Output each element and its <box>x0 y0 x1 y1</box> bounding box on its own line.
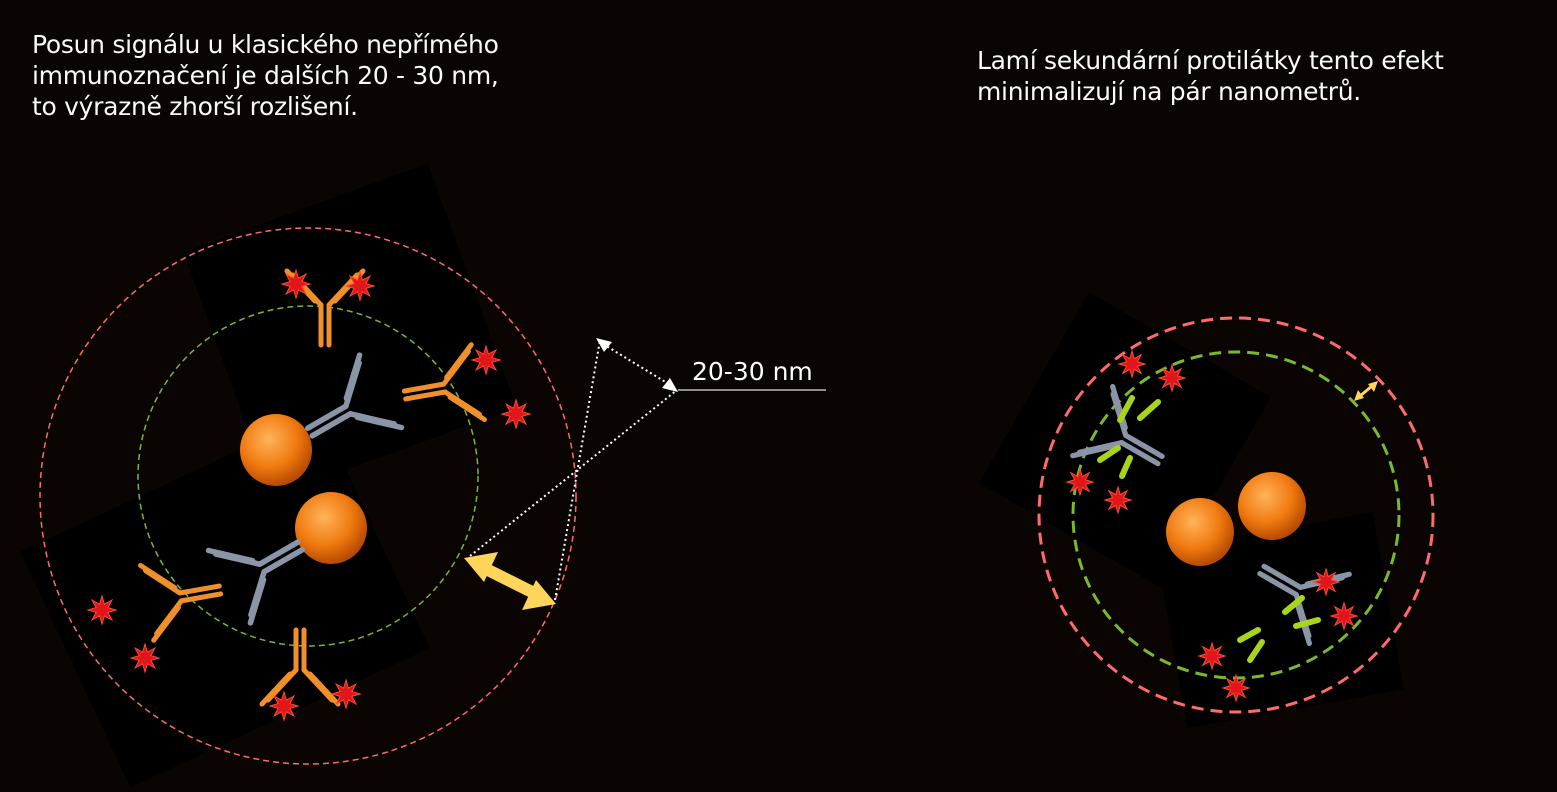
dotted-guide <box>554 339 601 601</box>
right-caption: Lamí sekundární protilátky tento efekt m… <box>977 46 1444 106</box>
arrowhead-icon <box>596 338 612 352</box>
fluorophore-star-icon <box>1157 363 1187 393</box>
dotted-arrow <box>602 343 673 387</box>
secondary-antibody <box>259 627 341 707</box>
fluorophore-star-icon <box>1329 601 1359 631</box>
background-panels <box>20 163 1404 788</box>
fluorophore-star-icon <box>129 642 161 674</box>
secondary-antibody <box>401 342 487 423</box>
secondary-antibody <box>138 562 224 643</box>
arrowhead-icon <box>662 378 678 392</box>
fluorophore-star-icon <box>500 398 532 430</box>
primary-antibody <box>205 539 305 626</box>
dotted-guide <box>469 389 678 557</box>
distance-indicator <box>464 338 1378 610</box>
target-protein-sphere <box>1238 472 1306 540</box>
fluorophore-star-icon <box>1117 349 1147 379</box>
nanobody <box>1097 445 1121 463</box>
fluorophore-star-icon <box>268 690 300 722</box>
primary-antibody <box>1070 383 1165 467</box>
fluorophore-star-icon <box>1311 567 1341 597</box>
left-caption: Posun signálu u klasického nepřímého imm… <box>32 30 499 121</box>
fluorophore-star-icon <box>86 594 118 626</box>
fluorophore-star-icon <box>1197 641 1227 671</box>
nanobody <box>1282 595 1305 615</box>
fluorophore-star-icon <box>470 344 502 376</box>
target-protein-sphere <box>1166 498 1234 566</box>
nanobody <box>1293 617 1321 629</box>
classic-indirect-labeling <box>39 227 577 765</box>
fluorophore-star-icon <box>1065 467 1095 497</box>
fluorophore-star-icon <box>280 268 312 300</box>
inner-target-circle <box>137 305 479 647</box>
outer-signal-circle <box>39 227 577 765</box>
fluorophore-star-icon <box>1221 673 1251 703</box>
nanobody <box>1237 627 1261 643</box>
small-shift-arrow-icon <box>1354 381 1378 401</box>
target-protein-sphere <box>240 414 312 486</box>
outer-signal-circle <box>1037 316 1435 714</box>
fluorophore-star-icon <box>330 678 362 710</box>
nanobody <box>1137 399 1161 421</box>
nanobody <box>1117 395 1135 423</box>
distance-label: 20-30 nm <box>692 357 813 386</box>
nanobody <box>1247 639 1265 663</box>
fluorophore-star-icon <box>1103 485 1133 515</box>
shift-double-arrow-icon <box>464 552 556 610</box>
target-protein-sphere <box>295 492 367 564</box>
primary-antibody <box>305 352 405 439</box>
fluorophore-star-icon <box>344 270 376 302</box>
nanobody <box>1119 455 1133 479</box>
